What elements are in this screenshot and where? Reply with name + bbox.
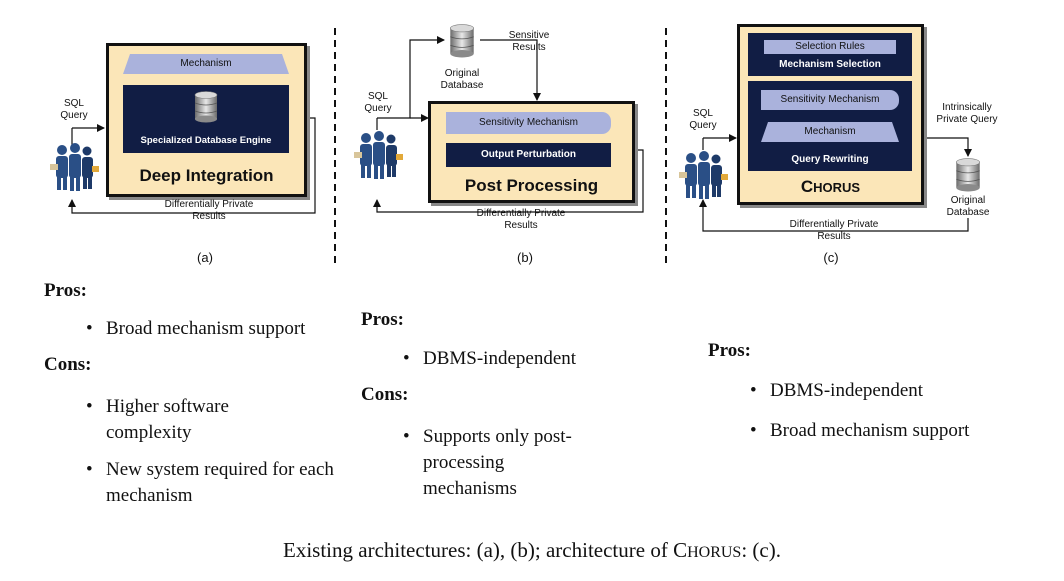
mechanism-selection-block: Selection Rules Mechanism Selection [748,33,912,76]
caption-a: (a) [197,250,213,265]
chorus-title-rest: HORUS [813,180,861,195]
cons-label-a: Cons: [44,354,92,375]
pro-item-c-2: •Broad mechanism support [750,420,970,441]
pros-label-b: Pros: [361,309,404,330]
caption-sc-first: C [673,538,688,562]
deep-integration-title: Deep Integration [139,166,274,185]
engine-label: Specialized Database Engine [140,135,272,146]
database-icon [955,158,981,192]
original-database-label-b: Original Database [440,68,484,91]
sql-query-label-b: SQL Query [364,91,392,114]
output-perturbation-block: Output Perturbation [446,143,611,167]
mechanism-block-c: Mechanism [761,122,899,142]
pros-label-a: Pros: [44,280,87,301]
query-rewriting-label: Query Rewriting [791,154,869,165]
chorus-box: Selection Rules Mechanism Selection Sens… [737,24,924,205]
caption-c: (c) [823,250,839,265]
users-icon [354,131,403,179]
intrinsic-query-label: Intrinsically Private Query [936,102,998,125]
con-item-b-1: •Supports only post-processing mechanism… [403,426,572,499]
results-label-a: Differentially Private Results [164,199,254,222]
caption-text-after: : (c). [741,538,781,562]
cons-label-b: Cons: [361,384,409,405]
caption-sc-rest: HORUS [687,544,742,561]
sensitive-results-label: Sensitive Results [508,30,550,53]
pro-item-a-1: •Broad mechanism support [86,318,306,339]
results-label-c: Differentially Private Results [789,219,879,242]
pro-item-b-1: •DBMS-independent [403,348,577,369]
query-rewriting-block: Sensitivity Mechanism Mechanism Query Re… [748,81,912,171]
users-icon [679,151,728,199]
pro-item-c-1: •DBMS-independent [750,380,924,401]
con-text-a-1: Higher software complexity [106,396,229,443]
pro-text-a-1: Broad mechanism support [106,318,306,339]
sensitivity-mechanism-block-c: Sensitivity Mechanism [761,90,899,110]
deep-integration-box: Mechanism Specialized Database Engine De… [106,43,307,197]
users-icon [50,143,99,191]
mechanism-block-a: Mechanism [123,54,289,74]
specialized-engine-block: Specialized Database Engine [123,85,289,153]
original-database-label-c: Original Database [946,195,990,218]
con-text-b-1: Supports only post-processing mechanisms [423,426,572,499]
sensitivity-mechanism-block-b: Sensitivity Mechanism [446,112,611,134]
figure-caption: Existing architectures: (a), (b); archit… [0,538,1064,563]
con-text-a-2: New system required for each mechanism [106,459,334,506]
con-item-a-2: •New system required for each mechanism [86,459,334,506]
pro-text-c-2: Broad mechanism support [770,420,970,441]
pro-text-b-1: DBMS-independent [423,348,577,369]
pros-label-c: Pros: [708,340,751,361]
database-icon [449,24,475,58]
database-icon [194,91,218,123]
sql-query-label-a: SQL Query [60,98,88,121]
chorus-title: CHORUS [740,177,921,197]
sql-query-label-c: SQL Query [689,108,717,131]
pro-text-c-1: DBMS-independent [770,380,924,401]
results-label-b: Differentially Private Results [476,208,566,231]
chorus-title-first: C [800,177,814,196]
caption-b: (b) [517,250,533,265]
caption-text-before: Existing architectures: (a), (b); archit… [283,538,674,562]
mechanism-selection-label: Mechanism Selection [779,59,881,70]
con-item-a-1: •Higher software complexity [86,396,229,443]
post-processing-box: Sensitivity Mechanism Output Perturbatio… [428,101,635,203]
selection-rules-block: Selection Rules [764,40,896,54]
post-processing-title: Post Processing [464,176,599,195]
